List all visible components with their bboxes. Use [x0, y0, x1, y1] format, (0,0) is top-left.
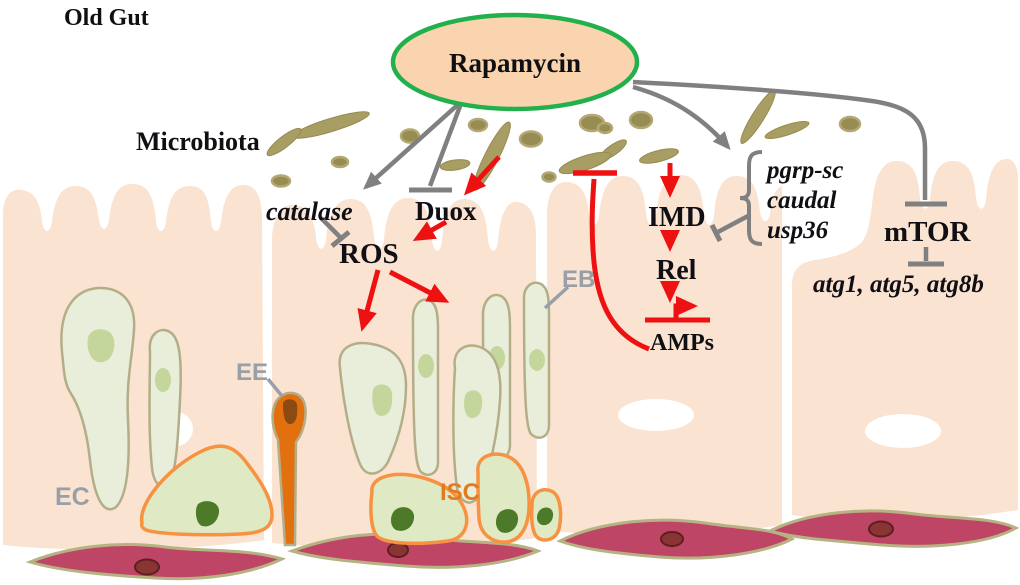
- rapamycin-label: Rapamycin: [449, 48, 581, 78]
- ee-label: EE: [236, 359, 268, 386]
- visceral-muscle: [25, 509, 1020, 581]
- eb-label-pointer: [543, 285, 570, 310]
- duox-label: Duox: [415, 196, 477, 226]
- arrow-duox-to-ros: [412, 219, 448, 241]
- inhibit-genes-to-imd: [714, 214, 750, 235]
- bacterium-icon: [596, 121, 614, 135]
- isc-cell: [139, 444, 274, 537]
- bacterium-icon: [541, 171, 557, 183]
- pgrp-sc-label: pgrp-sc: [765, 157, 843, 184]
- cell-nucleus: [372, 384, 393, 416]
- catalase-label: catalase: [266, 197, 353, 226]
- arrow-rapamycin-to-catalase: [363, 99, 464, 190]
- epithelium-block-4: [792, 158, 1018, 522]
- bacterium-rod-icon: [266, 127, 302, 157]
- bacterium-rod-icon: [292, 111, 370, 139]
- cell-nucleus: [464, 390, 483, 419]
- bacterium-icon: [628, 110, 654, 130]
- enterocyte-cell: [60, 286, 136, 511]
- isc-cells: [139, 444, 563, 546]
- ec-nucleus: [865, 414, 941, 448]
- ros-label: ROS: [339, 238, 399, 270]
- mtor-label: mTOR: [884, 216, 972, 248]
- amps-label: AMPs: [650, 330, 714, 356]
- inhibit-rapamycin-to-duox: [427, 100, 465, 187]
- progenitor-cell: [411, 298, 440, 476]
- bacterium-icon: [270, 174, 292, 188]
- ee-cell: [271, 391, 307, 547]
- arrow-rapamycin-to-genes: [632, 84, 731, 151]
- muscle-nucleus: [387, 542, 409, 558]
- bacterium-icon: [399, 128, 421, 144]
- bacterium-rod-icon: [639, 148, 679, 164]
- muscle-nucleus: [660, 531, 684, 547]
- microbiota-bacteria: [266, 90, 862, 191]
- caudal-label: caudal: [767, 187, 837, 214]
- microbiota-label: Microbiota: [136, 127, 260, 156]
- inhibit-bar: [709, 223, 723, 243]
- arrow-microbiota-to-duox: [463, 155, 501, 196]
- inhibit-rapamycin-to-mtor: [632, 79, 928, 200]
- enterocyte-cell: [148, 328, 182, 488]
- ec-nucleus: [618, 399, 694, 431]
- atg-genes-label: atg1, atg5, atg8b: [813, 271, 984, 298]
- imd-label: IMD: [648, 202, 706, 233]
- usp36-label: usp36: [767, 217, 829, 244]
- isc-nucleus: [495, 509, 519, 533]
- gene-group-bracket: [739, 150, 763, 246]
- gut-cells: [60, 281, 551, 511]
- gray-regulation-arrows: [266, 79, 947, 398]
- isc-nucleus: [390, 507, 415, 531]
- ee-label-pointer: [266, 377, 284, 398]
- ee-nucleus: [283, 399, 298, 424]
- diagram-labels: Old Gut Microbiota catalase Duox ROS IMD…: [55, 5, 984, 511]
- inhibit-bar: [330, 230, 351, 248]
- isc-nucleus: [195, 501, 220, 527]
- ec-label: EC: [55, 483, 90, 511]
- enterocyte-cell: [338, 341, 408, 475]
- amps-transcription-arrow: [673, 296, 698, 320]
- bacterium-rod-icon: [764, 120, 810, 140]
- rapamycin-ellipse: [390, 12, 640, 112]
- arrow-ros-to-cells: [388, 269, 450, 303]
- ee-cell-body: [271, 391, 307, 547]
- eb-label: EB: [562, 266, 595, 293]
- bacterium-icon: [330, 155, 350, 169]
- cell-nucleus: [529, 349, 545, 371]
- bacterium-icon: [838, 115, 862, 133]
- bacterium-icon: [467, 117, 489, 133]
- red-activation-arrows: [357, 155, 710, 352]
- isc-nucleus: [537, 507, 554, 526]
- cell-nucleus: [418, 354, 434, 378]
- rapamycin-node: Rapamycin: [390, 12, 640, 112]
- bacterium-rod-icon: [558, 151, 612, 175]
- rel-label: Rel: [656, 255, 697, 286]
- inhibit-catalase-to-ros: [319, 216, 342, 239]
- bacterium-rod-icon: [439, 159, 471, 171]
- muscle-nucleus: [134, 558, 160, 576]
- muscle-nucleus: [868, 520, 894, 538]
- isc-label: ISC: [440, 479, 480, 506]
- cell-nucleus: [155, 368, 171, 392]
- figure-title: Old Gut: [64, 5, 149, 31]
- bacterium-icon: [518, 130, 544, 148]
- arrow-ros-to-isc: [357, 269, 381, 332]
- cell-nucleus: [87, 329, 115, 363]
- inhibit-amps-to-microbiota: [589, 178, 650, 352]
- epithelium-block-3: [547, 174, 782, 536]
